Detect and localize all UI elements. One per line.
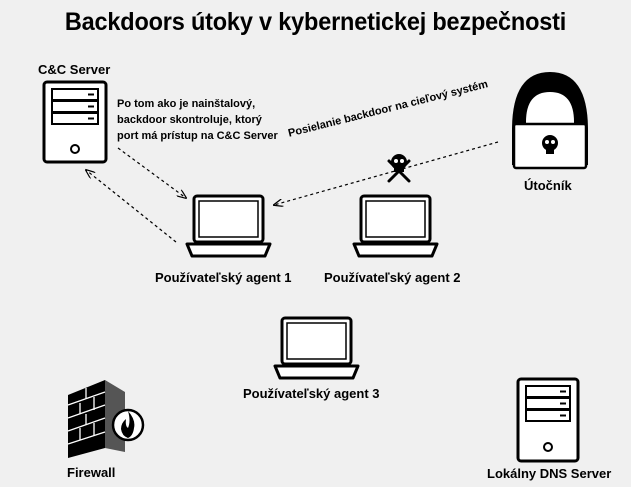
firewall-icon <box>67 380 145 458</box>
attacker-label: Útočník <box>524 178 572 193</box>
agent1-laptop-icon <box>185 194 272 258</box>
agent3-label: Používateľský agent 3 <box>243 386 380 401</box>
arrow-attacker-to-agent1 <box>274 141 499 205</box>
agent3-laptop-icon <box>273 316 360 380</box>
agent2-laptop-icon <box>352 194 439 258</box>
dns-server-icon <box>516 377 580 463</box>
cc-server-label: C&C Server <box>38 62 111 77</box>
attacker-icon <box>512 72 588 170</box>
arrow-note-to-agent1 <box>117 147 186 198</box>
skull-crossbones-icon <box>387 154 411 183</box>
arrow-agent1-to-cc <box>86 170 177 243</box>
firewall-label: Firewall <box>67 465 116 480</box>
cc-note: Po tom ako je nainštalový, backdoor skon… <box>117 96 278 144</box>
agent1-label: Používateľský agent 1 <box>155 270 292 285</box>
cc-note-line-2: backdoor skontroluje, ktorý <box>117 114 262 126</box>
cc-server-icon <box>42 80 108 164</box>
page-title: Backdoors útoky v kybernetickej bezpečno… <box>64 8 567 36</box>
cc-note-line-1: Po tom ako je nainštalový, <box>117 98 256 110</box>
cc-note-line-3: port má prístup na C&C Server <box>117 130 278 142</box>
dns-server-label: Lokálny DNS Server <box>487 466 612 481</box>
agent2-label: Používateľský agent 2 <box>324 270 461 285</box>
